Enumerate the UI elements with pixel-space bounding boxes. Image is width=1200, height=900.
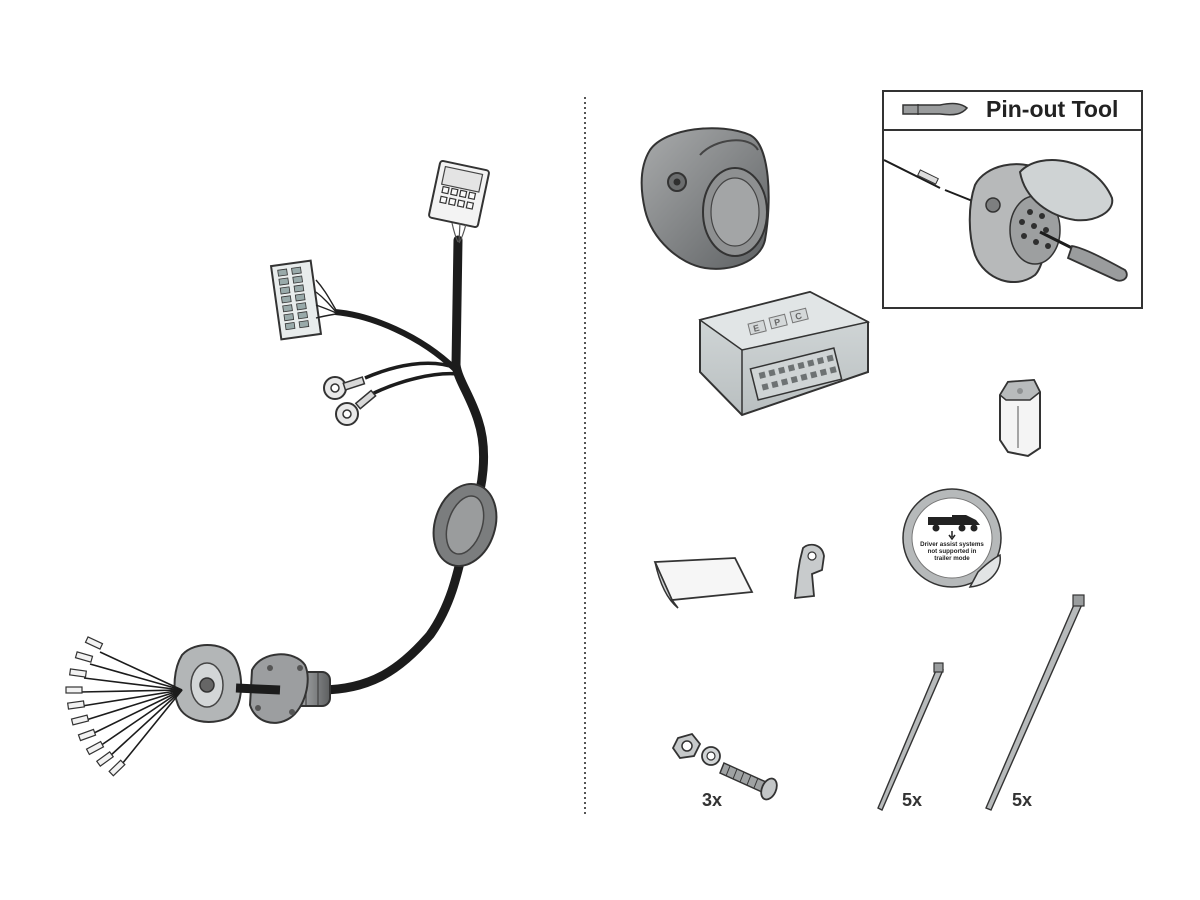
bolt-set-quantity: 3x bbox=[702, 790, 723, 810]
branch-wire-ring-1 bbox=[364, 361, 457, 380]
ring-terminal-2 bbox=[335, 389, 377, 426]
mounting-plate bbox=[173, 643, 281, 723]
sticker-line-3: trailer mode bbox=[934, 555, 970, 562]
pin-terminals bbox=[65, 636, 126, 777]
ring-terminal-1 bbox=[323, 376, 366, 400]
arrow-down-icon bbox=[948, 531, 956, 541]
brand-letter: P bbox=[773, 317, 781, 328]
cable-tie-large-quantity: 5x bbox=[1012, 790, 1033, 810]
pinout-tool-title: Pin-out Tool bbox=[986, 96, 1119, 122]
trailer-socket bbox=[640, 127, 770, 270]
control-module: E P C bbox=[698, 290, 871, 417]
branch-cable-connector bbox=[334, 309, 459, 373]
sticker-line-2: not supported in bbox=[928, 548, 977, 555]
white-connector-top bbox=[428, 159, 490, 244]
bolt-set bbox=[671, 732, 778, 801]
multipin-connector-left bbox=[269, 259, 337, 341]
cable-tie-large bbox=[985, 594, 1085, 811]
cable-grommet bbox=[432, 482, 498, 568]
truck-icon bbox=[928, 515, 980, 532]
loose-wires bbox=[79, 651, 183, 765]
main-cable bbox=[315, 235, 489, 695]
earth-bracket bbox=[793, 543, 825, 600]
blade-fuse bbox=[999, 378, 1041, 458]
brand-letter: C bbox=[794, 310, 803, 321]
brand-letter: E bbox=[752, 323, 760, 334]
wiring-harness bbox=[65, 159, 498, 777]
adhesive-pad bbox=[653, 557, 754, 609]
module-brand-logo: E P C bbox=[747, 307, 809, 336]
sticker-line-1: Driver assist systems bbox=[920, 541, 984, 548]
driver-assist-sticker: Driver assist systems not supported in t… bbox=[902, 488, 1002, 588]
cable-tie-small-quantity: 5x bbox=[902, 790, 923, 810]
pinout-illustration bbox=[883, 159, 1128, 284]
cable-tie-small bbox=[877, 662, 944, 811]
branch-wire-ring-2 bbox=[369, 371, 459, 397]
pinout-tool-icon bbox=[902, 102, 969, 116]
